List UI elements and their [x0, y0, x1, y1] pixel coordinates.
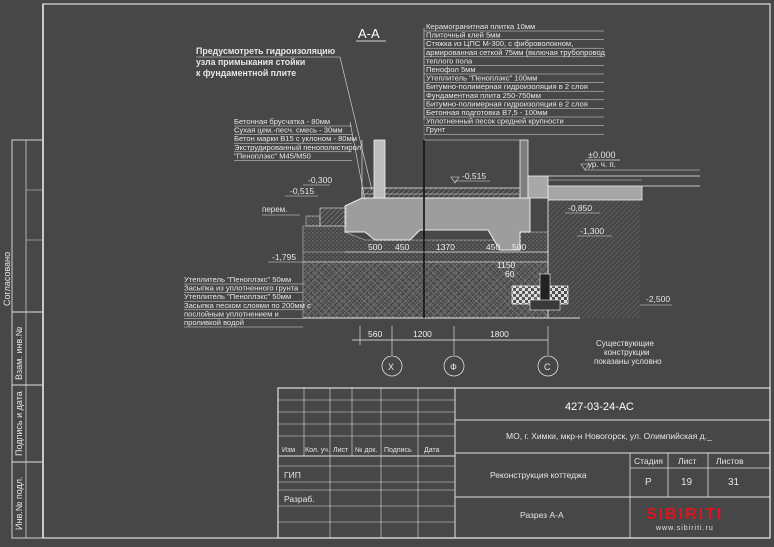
- paving-layer-3: Экструдированный пенополистирол: [234, 143, 361, 152]
- sheet-label: Лист: [678, 456, 697, 466]
- foundation-plate: [305, 187, 531, 251]
- dim-500b: 500: [512, 242, 526, 252]
- floor-layer-10: Бетонная подготовка В7,5 - 100мм: [426, 108, 548, 117]
- bottom-layer-4: послойным уплотнением и: [184, 309, 279, 318]
- floor-layer-6: Утеплитель "Пеноплэкс" 100мм: [426, 74, 537, 83]
- existing-line-2: конструкции: [604, 348, 650, 357]
- stamp-agreed: Согласовано: [2, 252, 12, 306]
- bottom-layer-2: Утеплитель "Пеноплэкс" 50мм: [184, 292, 291, 301]
- bottom-layer-3: Засыпка песком слоями по 200мм с: [184, 301, 311, 310]
- level-1795: -1,795: [272, 252, 296, 262]
- dim-560: 560: [368, 329, 382, 339]
- floor-layer-2: Стяжка из ЦПС М-300, с фиброволокном,: [426, 39, 573, 48]
- floor-layer-leaders: [423, 28, 520, 141]
- dim-60: 60: [505, 269, 515, 279]
- note-line-3: к фундаментной плите: [196, 68, 296, 78]
- paving-layer-1: Сухая цем.-песч. смесь - 30мм: [234, 126, 343, 135]
- dimension-chain-lower: 560 1200 1800: [352, 326, 549, 355]
- sheets-value: 31: [728, 477, 740, 488]
- waterproofing-note: Предусмотреть гидроизоляцию узла примыка…: [196, 46, 373, 191]
- sheet-title: Разрез А-А: [520, 510, 564, 520]
- doc-code: 427-03-24-АС: [565, 401, 634, 413]
- floor-layer-7: Битумно-полимерная гидроизоляция в 2 сло…: [426, 82, 588, 91]
- level-0850: -0,850: [568, 203, 592, 213]
- floor-layer-0: Керамогранитная плитка 10мм: [426, 22, 535, 31]
- axis-s: С: [544, 362, 551, 372]
- col-kol: Кол. уч.: [305, 447, 330, 454]
- stage-value: Р: [645, 477, 652, 488]
- floor-layer-9: Битумно-полимерная гидроизоляция в 2 сло…: [426, 99, 588, 108]
- level-zero-sub: ур. ч. п.: [588, 160, 616, 169]
- role-dev: Разраб.: [284, 494, 315, 504]
- level-0300: -0,300: [308, 175, 332, 185]
- stage-label: Стадия: [634, 456, 663, 466]
- floor-layer-4: теплого пола: [426, 56, 473, 65]
- bottom-layer-1: Засыпка из уплотненного грунта: [184, 284, 299, 293]
- bottom-layer-5: проливкой водой: [184, 318, 244, 327]
- floor-layer-11: Уплотненный песок средней крупности: [426, 117, 564, 126]
- side-stamp: Согласовано Взам. инв.№ Подпись и дата И…: [2, 139, 44, 539]
- doc-address: МО, г. Химки, мкр-н Новогорск, ул. Олимп…: [506, 431, 712, 441]
- dim-500a: 500: [368, 242, 382, 252]
- axis-f: Ф: [450, 362, 457, 372]
- paving-layer-4: "Пеноплэкс" М45/М50: [234, 151, 311, 160]
- bottom-layer-0: Утеплитель "Пеноплэкс" 50мм: [184, 275, 291, 284]
- floor-layer-5: Пенофол 5мм: [426, 65, 476, 74]
- existing-line-1: Существующие: [596, 339, 655, 348]
- dimension-chain-upper: 500 450 1370 450 500 1150 60: [345, 242, 548, 279]
- sheet-value: 19: [681, 477, 693, 488]
- section-title: А-А: [358, 26, 380, 41]
- floor-layer-1: Плиточный клей 5мм: [426, 31, 501, 40]
- project-name: Реконструкция коттеджа: [490, 470, 587, 480]
- col-sign: Подпись: [384, 447, 412, 454]
- level-0515a: -0,515: [290, 186, 314, 196]
- dim-1800: 1800: [490, 329, 509, 339]
- level-perem: перем.: [262, 205, 287, 214]
- existing-structure: [511, 175, 700, 311]
- floor-layer-8: Фундаментная плита 250-750мм: [426, 91, 541, 100]
- col-date: Дата: [424, 447, 440, 454]
- level-1300: -1,300: [580, 226, 604, 236]
- paving-layer-0: Бетонная брусчатка - 80мм: [234, 117, 330, 126]
- stamp-inv-replace: Взам. инв.№: [14, 326, 24, 380]
- level-zero: ±0.000: [588, 150, 615, 160]
- dim-1370: 1370: [436, 242, 455, 252]
- paving-layer-2: Бетон марки В15 с уклоном - 80мм: [234, 134, 357, 143]
- col-izm: Изм: [282, 447, 295, 454]
- note-line-1: Предусмотреть гидроизоляцию: [196, 46, 336, 56]
- stamp-inv-orig: Инв.№ подл.: [14, 476, 24, 530]
- stamp-sign-date: Подпись и дата: [14, 391, 24, 456]
- existing-note: Существующие конструкции показаны условн…: [594, 339, 662, 366]
- existing-line-3: показаны условно: [594, 357, 662, 366]
- sheets-label: Листов: [716, 456, 744, 466]
- note-line-2: узла примыкания стойки: [196, 57, 305, 67]
- dim-1200: 1200: [413, 329, 432, 339]
- dim-1150: 1150: [497, 260, 516, 270]
- col-list: Лист: [333, 447, 349, 454]
- title-block: [277, 387, 771, 539]
- dim-450b: 450: [486, 242, 500, 252]
- level-marks: ±0.000 ур. ч. п. -0,300 -0,515 -0,515 -0…: [262, 150, 700, 306]
- level-0515b: -0,515: [462, 171, 486, 181]
- axis-x: Х: [388, 362, 394, 372]
- logo-url: www.sibiriti.ru: [655, 525, 714, 532]
- wall-column: [361, 120, 549, 318]
- col-doc: № док.: [355, 447, 377, 454]
- role-gip: ГИП: [284, 470, 301, 480]
- dim-450a: 450: [395, 242, 409, 252]
- title-block-text: Изм Кол. уч. Лист № док. Подпись Дата ГИ…: [282, 401, 744, 532]
- logo: SIBIRITI: [646, 506, 723, 523]
- axis-bubbles: Х Ф С: [381, 355, 559, 377]
- floor-layer-3: армированная сеткой 75мм (включая трубоп…: [426, 48, 606, 57]
- floor-layer-12: Грунт: [426, 125, 446, 134]
- level-2500: -2,500: [646, 294, 670, 304]
